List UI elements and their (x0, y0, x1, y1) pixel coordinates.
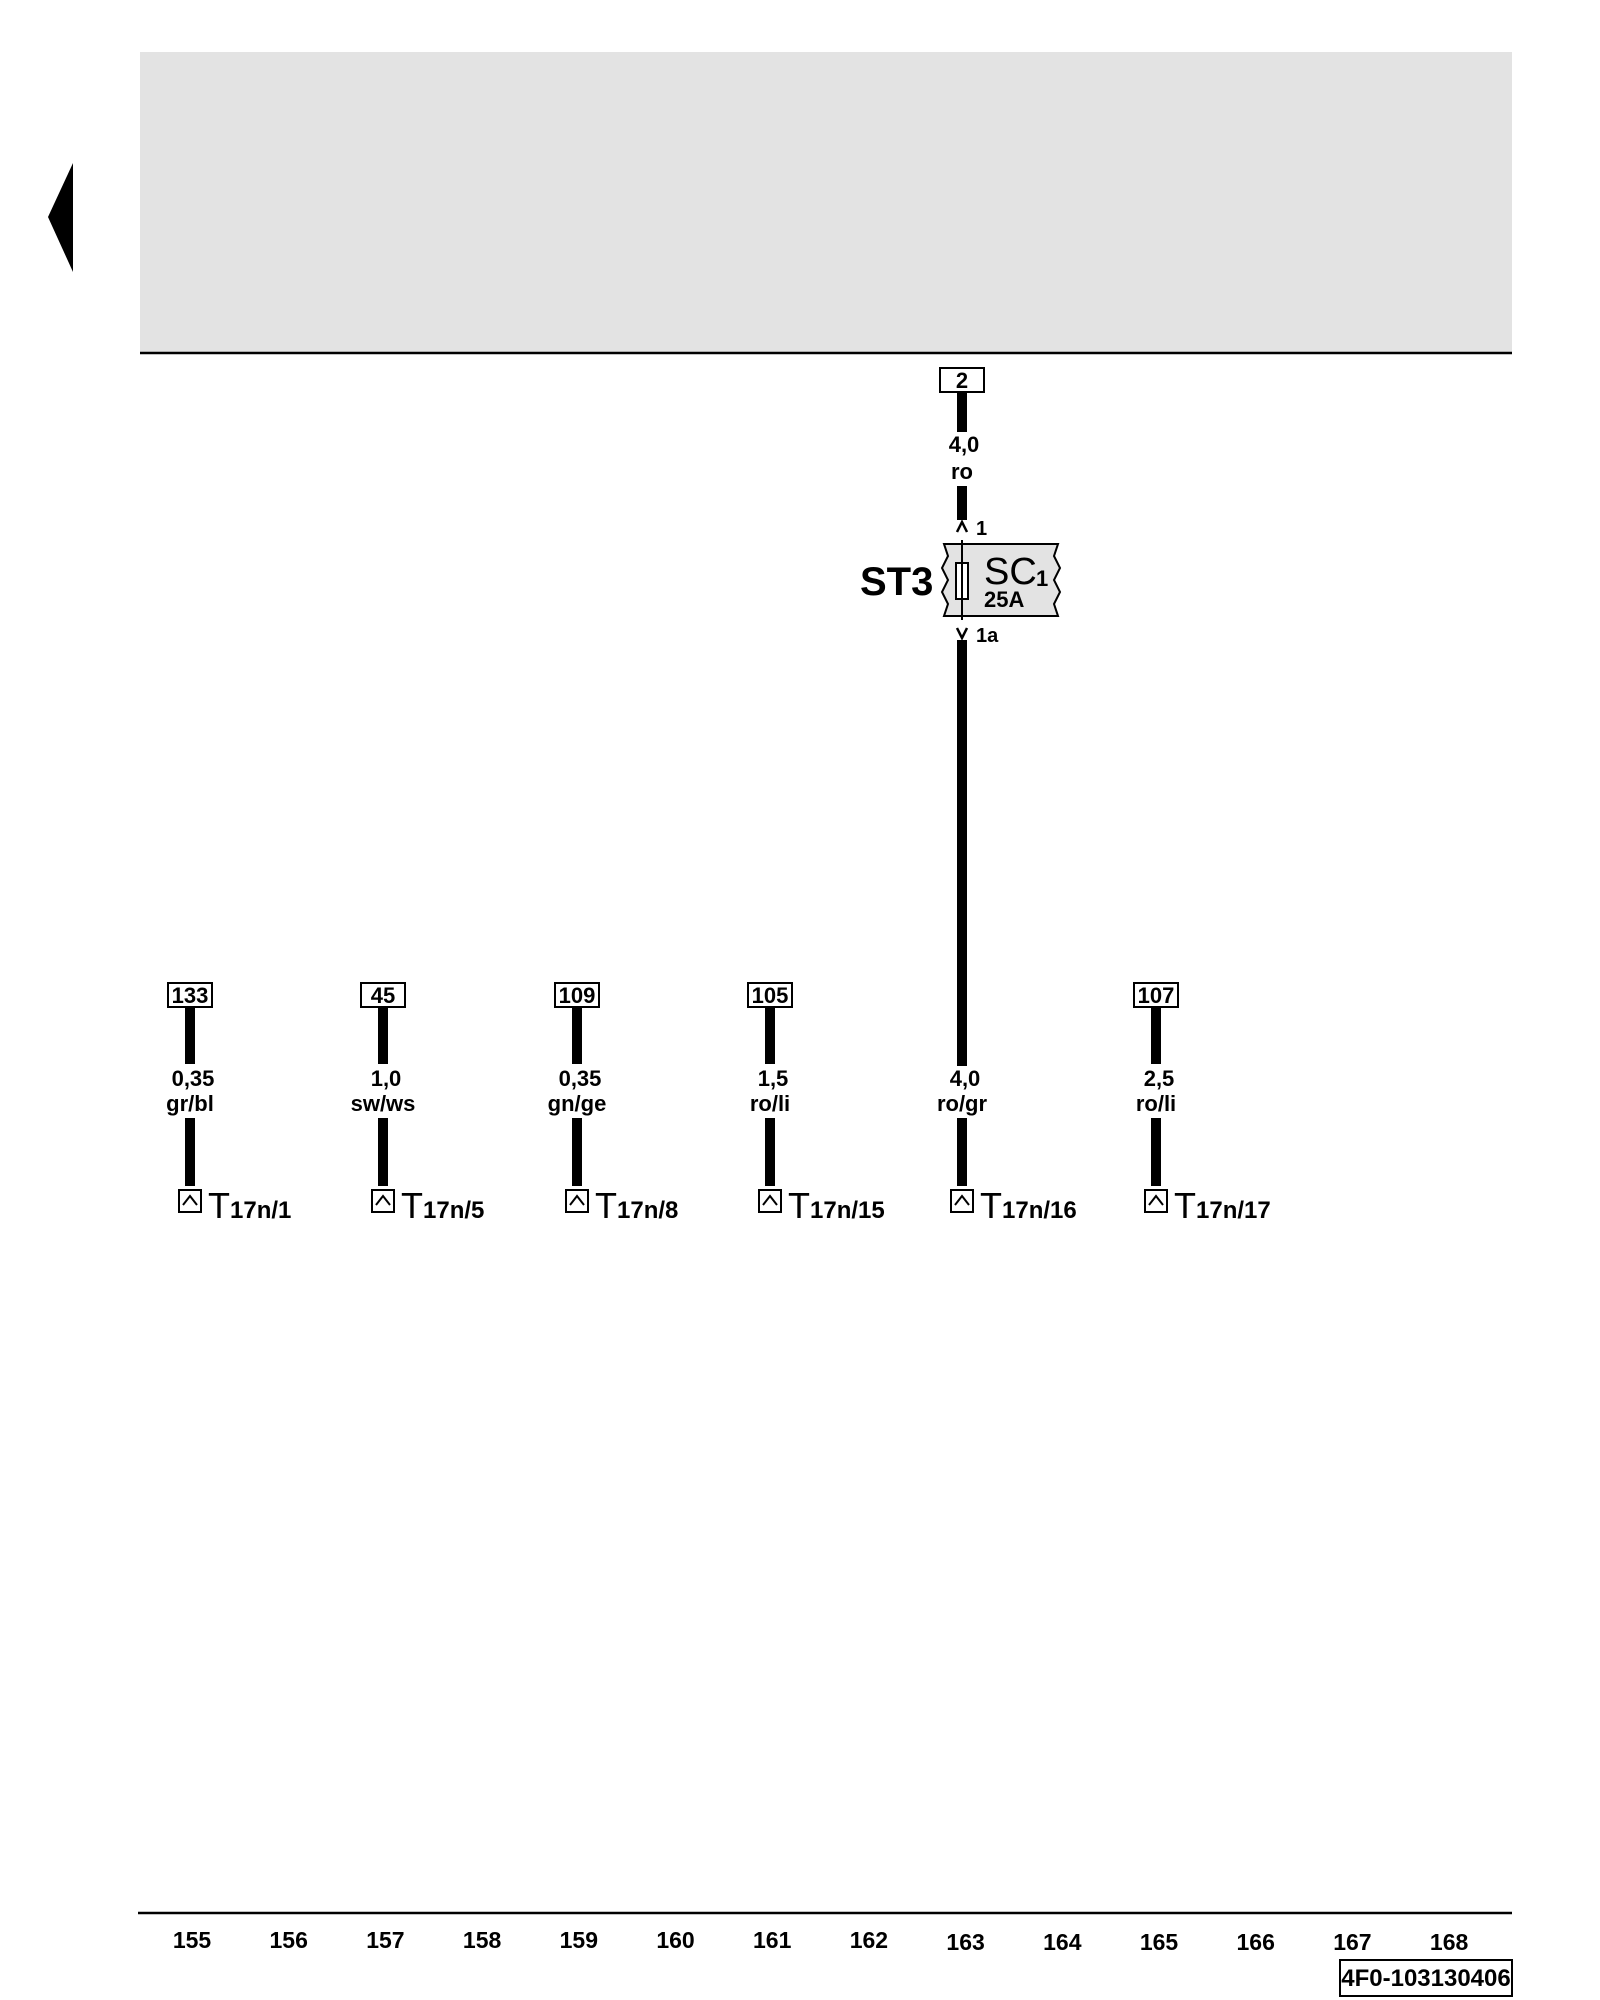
connector-pin-icon (1144, 1189, 1168, 1213)
fuse-pin-bottom-arrow (955, 627, 969, 641)
wire-color: ro/li (1136, 1091, 1176, 1116)
wire-gauge: 1,0 (371, 1066, 402, 1091)
connector-pin-icon (565, 1189, 589, 1213)
connector-pin-arrow (1148, 1194, 1164, 1206)
wire-color: ro/gr (937, 1091, 988, 1116)
wire-color: gn/ge (548, 1091, 607, 1116)
column-number: 159 (560, 1927, 598, 1953)
wire-color: gr/bl (166, 1091, 214, 1116)
feed-wire-gauge: 4,0 (949, 432, 980, 457)
column-number: 165 (1140, 1929, 1179, 1955)
reference-box (1339, 1959, 1513, 1997)
column-number: 161 (753, 1927, 792, 1953)
column-number: 156 (270, 1927, 308, 1953)
connector-pin-icon (950, 1189, 974, 1213)
fuse-pin-bottom: 1a (976, 625, 999, 647)
column-number: 155 (173, 1927, 212, 1953)
wire-color: sw/ws (351, 1091, 416, 1116)
connector-pin: 17n/5 (423, 1197, 484, 1224)
connector-pin-icon (371, 1189, 395, 1213)
wire-gauge: 0,35 (172, 1066, 215, 1091)
connector-label: T17n/15 (788, 1185, 885, 1226)
connector-pin-arrow (569, 1194, 585, 1206)
wire-source-number: 133 (172, 983, 209, 1008)
fuse-name: SC (984, 551, 1037, 593)
connector-pin-arrow (762, 1194, 778, 1206)
connector-pin-arrow (182, 1194, 198, 1206)
connector-letter: T (980, 1185, 1002, 1226)
connector-pin: 17n/1 (230, 1197, 291, 1224)
fuse-pin-top-arrow (955, 519, 969, 533)
connector-pin: 17n/8 (617, 1197, 678, 1224)
connector-label: T17n/17 (1174, 1185, 1271, 1226)
connector-label: T17n/8 (595, 1185, 678, 1226)
fuse-pin-top: 1 (976, 518, 987, 540)
top-terminal-number: 2 (956, 368, 968, 393)
reference-code: 4F0-103130406 (1341, 1965, 1510, 1992)
fuse-rating: 25A (984, 587, 1024, 612)
wire-source-box (747, 982, 793, 1008)
column-number: 157 (366, 1927, 404, 1953)
column-numbers: 155 156 157 158 159 160 161 162 163 164 165 166 167 1… (173, 1927, 1469, 1955)
connector-pin: 17n/16 (1002, 1197, 1077, 1224)
wire-color: ro/li (750, 1091, 790, 1116)
wire-source-number: 109 (559, 983, 596, 1008)
column-number: 168 (1430, 1929, 1469, 1955)
back-arrow-icon[interactable] (48, 163, 73, 272)
header-band (140, 52, 1512, 352)
wire-source-number: 45 (371, 983, 395, 1008)
fuse-sc1: SC 1 25A (940, 540, 1062, 620)
connector-letter: T (788, 1185, 810, 1226)
column-number: 163 (946, 1929, 984, 1955)
connector-label: T17n/5 (401, 1185, 484, 1226)
column-number: 160 (656, 1927, 694, 1953)
connector-letter: T (401, 1185, 423, 1226)
wire-source-box (167, 982, 213, 1008)
connector-pin-arrow (375, 1194, 391, 1206)
column-number: 164 (1043, 1929, 1082, 1955)
fuse-index: 1 (1036, 566, 1048, 591)
connector-letter: T (1174, 1185, 1196, 1226)
column-number: 166 (1237, 1929, 1275, 1955)
fuse-holder-label: ST3 (860, 560, 933, 604)
column-number: 162 (850, 1927, 888, 1953)
column-number: 158 (463, 1927, 502, 1953)
feed-wire-color: ro (951, 459, 973, 484)
connector-pin: 17n/15 (810, 1197, 885, 1224)
wire-source-number: 107 (1138, 983, 1175, 1008)
wire-gauge: 0,35 (559, 1066, 602, 1091)
wire-gauge: 2,5 (1144, 1066, 1175, 1091)
connector-letter: T (208, 1185, 230, 1226)
fuse-holder-body (940, 543, 1062, 617)
connector-pin-arrow (954, 1194, 970, 1206)
connector-pin-icon (758, 1189, 782, 1213)
column-number: 167 (1333, 1929, 1371, 1955)
connector-pin-icon (178, 1189, 202, 1213)
connector-label: T17n/1 (208, 1185, 291, 1226)
wire-gauge: 1,5 (758, 1066, 789, 1091)
top-terminal: 2 (939, 367, 985, 393)
connector-label: T17n/16 (980, 1185, 1077, 1226)
wire-source-number: 105 (752, 983, 789, 1008)
wire-gauge: 4,0 (950, 1066, 981, 1091)
wire-group: 1330,35gr/blT17n/1451,0sw/wsT17n/51090,3… (166, 982, 1271, 1226)
connector-letter: T (595, 1185, 617, 1226)
connector-pin: 17n/17 (1196, 1197, 1271, 1224)
